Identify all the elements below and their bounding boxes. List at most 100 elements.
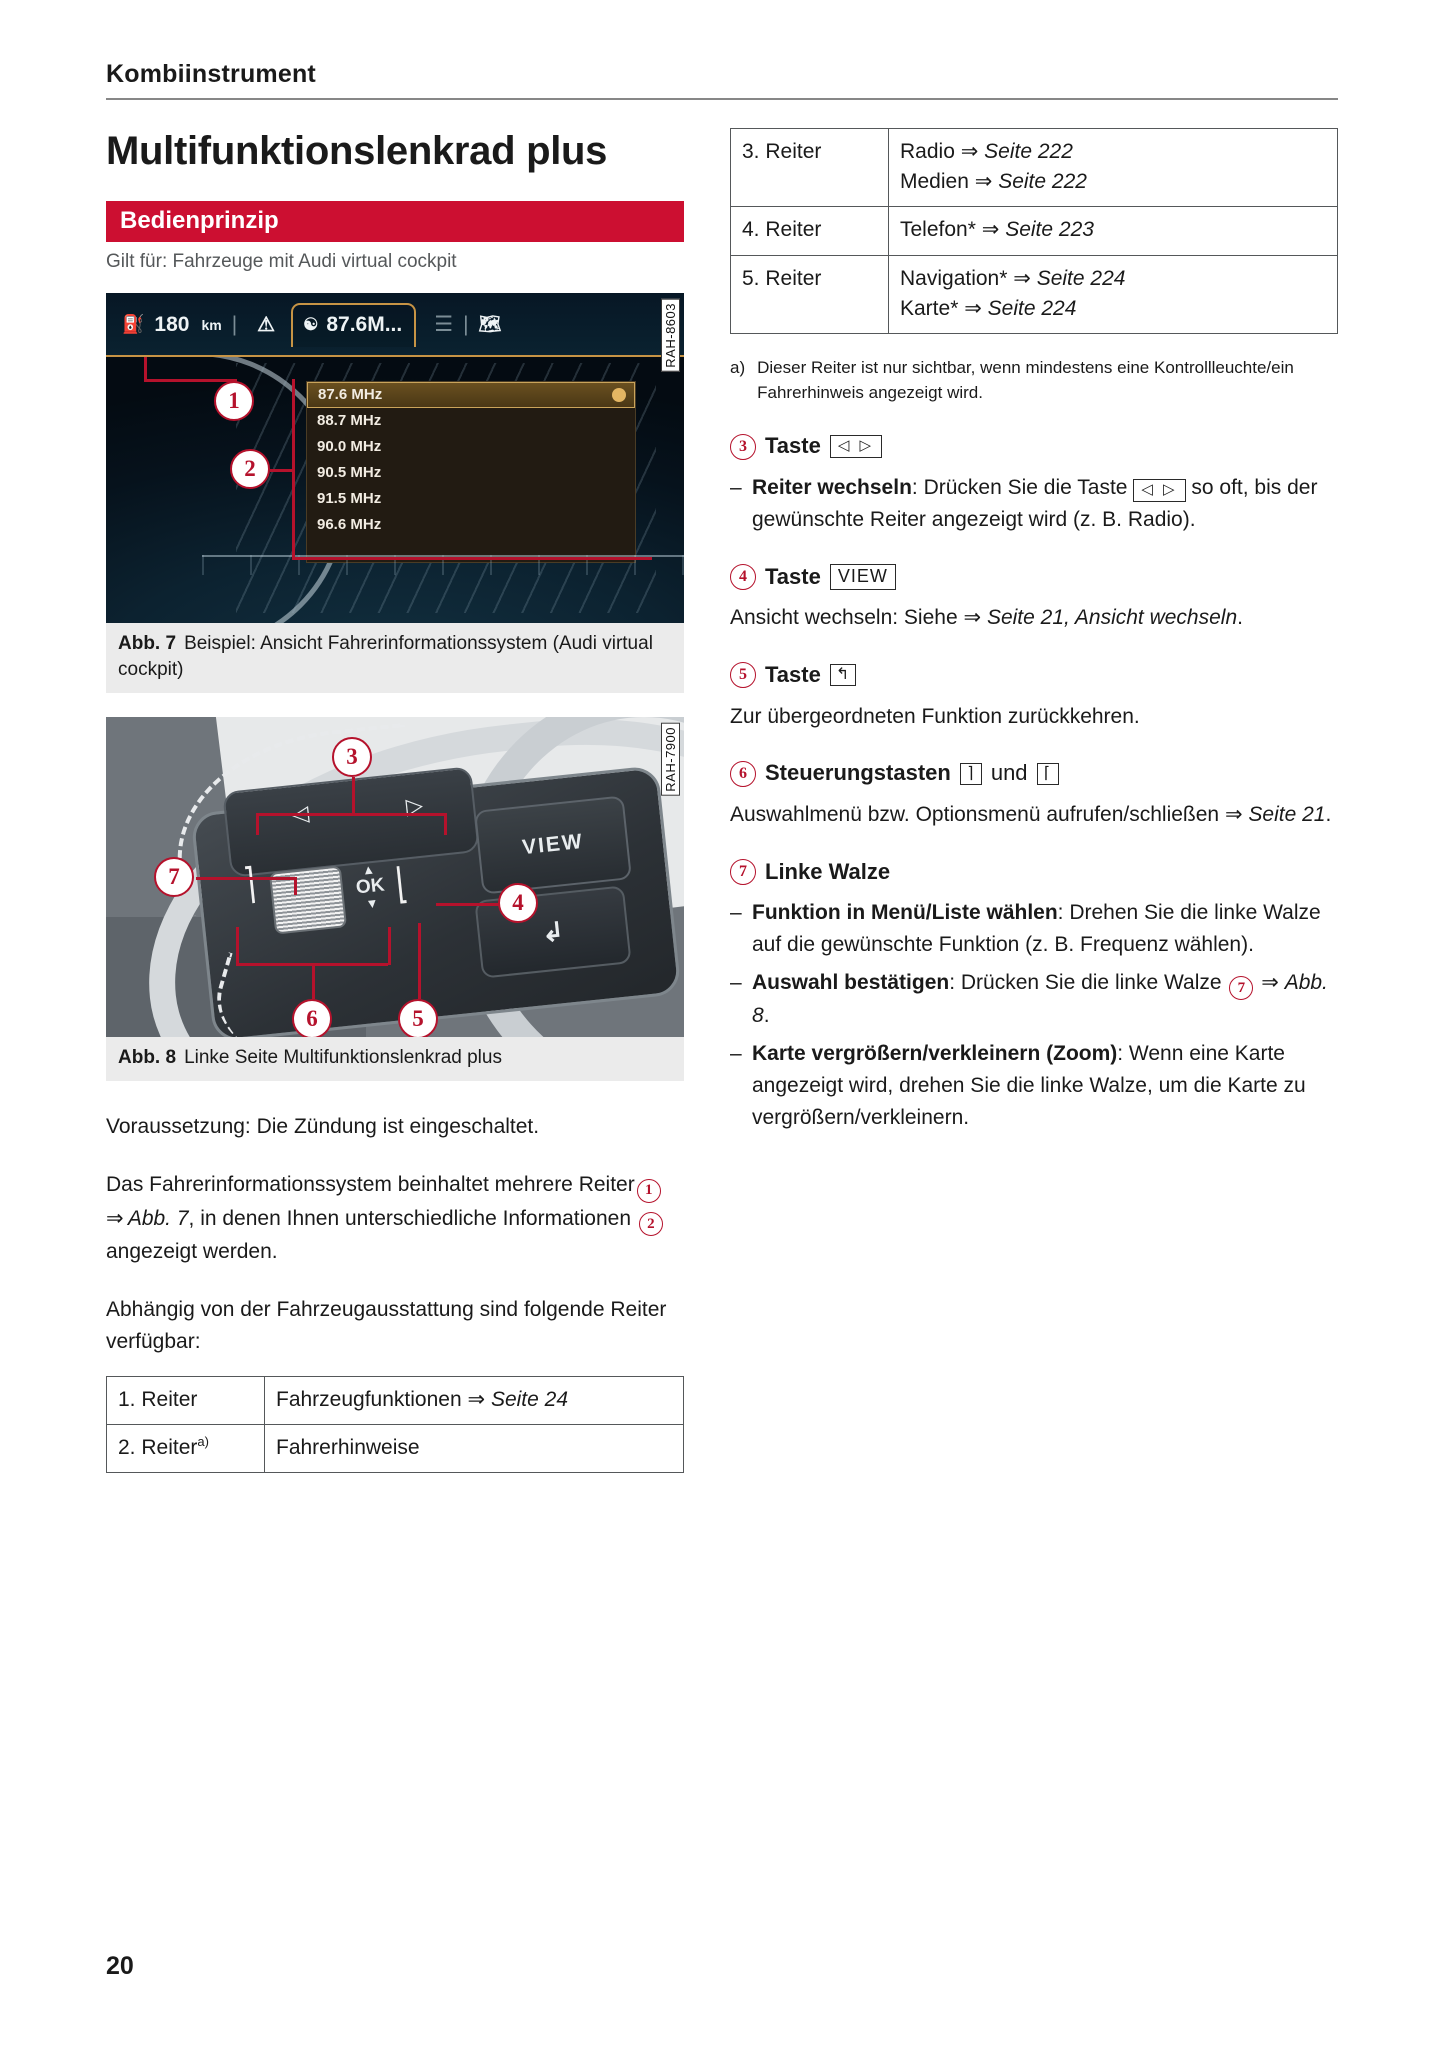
tabs-desc-part3: angezeigt werden. [106, 1240, 278, 1264]
ref-arrow-icon: ⇒ [1013, 266, 1031, 290]
status-separator-3: | [463, 312, 469, 336]
item-5-heading: 5 Taste ↰ [730, 662, 1338, 689]
tabs-table-right: 3. Reiter Radio ⇒ Seite 222 Medien ⇒ Sei… [730, 127, 1338, 335]
item-5-body: Zur übergeordneten Funktion zurückkehren… [730, 704, 1140, 728]
bullet-text: : Drücken Sie die Taste [911, 475, 1128, 499]
item-5: 5 Taste ↰ Zur übergeordneten Funktion zu… [730, 662, 1338, 732]
control-key-right-icon: ⌉ [959, 762, 982, 785]
figure-8-label: Abb. 8 [118, 1047, 177, 1069]
antenna-icon: ☯ [303, 315, 319, 335]
item-6-body-tail: . [1325, 802, 1332, 826]
frequency-item[interactable]: 96.6 MHz [307, 512, 635, 538]
line-ref: Seite 223 [1005, 218, 1094, 242]
page-title: Multifunktionslenkrad plus [106, 129, 608, 173]
fuel-pump-icon: ⛽ [122, 314, 145, 335]
item-4: 4 Taste VIEW Ansicht wechseln: Siehe ⇒ S… [730, 563, 1338, 635]
line-ref: Seite 224 [1036, 266, 1126, 290]
cockpit-status-bar: ⛽ 180 km | ⚠ ☯ 87.6M... ☰ | 🗺 [106, 292, 684, 357]
callout-2: 2 [230, 448, 270, 489]
callout-6: 6 [292, 999, 332, 1038]
active-tab-radio[interactable]: ☯ 87.6M... [291, 302, 417, 347]
figure-8-caption-text: Linke Seite Multifunktionslenkrad plus [184, 1047, 502, 1069]
frequency-item[interactable]: 91.5 MHz [307, 486, 635, 512]
ref-arrow-icon: ⇒ [960, 140, 979, 163]
tabs-desc-part2: , in denen Ihnen unterschiedliche Inform… [188, 1206, 631, 1230]
frequency-label: 87.6 MHz [318, 386, 383, 404]
range-unit: km [201, 316, 222, 333]
line-ref: Seite 222 [998, 170, 1087, 194]
line-text: Karte* [900, 296, 959, 320]
footnote: a) Dieser Reiter ist nur sichtbar, wenn … [730, 356, 1338, 405]
callout-number-3: 3 [730, 433, 756, 460]
table-cell-content: Radio ⇒ Seite 222 Medien ⇒ Seite 222 [888, 127, 1338, 208]
running-head: Kombiinstrument [106, 60, 1338, 100]
frequency-item[interactable]: 90.5 MHz [307, 460, 635, 486]
frequency-label: 90.5 MHz [317, 464, 382, 482]
footnote-marker: a) [197, 1434, 209, 1450]
station-dot-icon [612, 387, 626, 402]
bullet-bold: Funktion in Menü/Liste wählen [752, 901, 1058, 925]
inline-callout-1: 1 [636, 1178, 661, 1203]
ref-arrow-icon: ⇒ [1261, 970, 1279, 994]
line-text: Radio [900, 140, 955, 163]
item-4-ref: Seite 21, Ansicht wechseln [986, 606, 1238, 630]
line-ref: Seite 224 [987, 296, 1077, 320]
figure-7-leaders [106, 293, 684, 623]
bullet-ref: Abb. 8 [752, 970, 1328, 1028]
bullet-bold: Reiter wechseln [752, 475, 912, 499]
frequency-item-selected[interactable]: 87.6 MHz [307, 381, 635, 408]
inline-callout-7: 7 [1229, 976, 1254, 1001]
ref-arrow-icon: ⇒ [963, 606, 982, 630]
figure-7-image: ⛽ 180 km | ⚠ ☯ 87.6M... ☰ | 🗺 [106, 292, 684, 623]
ref-arrow-icon: ⇒ [964, 296, 982, 320]
item-7-heading: 7 Linke Walze [730, 859, 1338, 885]
line-text: Telefon* [900, 218, 976, 242]
callout-4: 4 [498, 883, 538, 924]
back-key-icon: ↰ [829, 664, 857, 687]
item-3: 3 Taste ◁ ▷ Reiter wechseln: Drücken Sie… [730, 433, 1338, 535]
frequency-item[interactable]: 88.7 MHz [307, 408, 635, 434]
table-line: Radio ⇒ Seite 222 [900, 137, 1326, 167]
table-row: 4. Reiter Telefon* ⇒ Seite 223 [730, 206, 1338, 256]
frequency-label: 90.0 MHz [317, 438, 382, 456]
line-text: Medien [900, 170, 969, 194]
callout-5: 5 [398, 999, 438, 1038]
bullet-text: : Wenn eine Karte angezeigt wird, drehen… [752, 1042, 1306, 1130]
precondition-paragraph: Voraussetzung: Die Zündung ist eingescha… [106, 1115, 540, 1139]
bullet-text: : Drücken Sie die linke Walze [949, 970, 1222, 994]
header-rule [106, 98, 1338, 100]
ref-arrow-icon: ⇒ [106, 1206, 128, 1230]
control-key-left-icon: ⌈ [1036, 762, 1059, 785]
figure-7-caption-text: Beispiel: Ansicht Fahrerinformationssyst… [118, 632, 653, 680]
table-row: 5. Reiter Navigation* ⇒ Seite 224 Karte*… [730, 254, 1338, 335]
table-cell-content: Fahrerhinweise [264, 1424, 684, 1474]
map-icon: 🗺 [478, 314, 502, 335]
view-key-icon: VIEW [829, 563, 896, 591]
tab-label: 2. Reiter [118, 1436, 198, 1460]
table-row: 2. Reitera) Fahrerhinweise [106, 1424, 684, 1474]
tabs-description-paragraph: Das Fahrerinformationssystem beinhaltet … [106, 1169, 684, 1268]
table-cell-tab: 4. Reiter [730, 206, 889, 256]
callout-1: 1 [214, 380, 254, 421]
item-3-label: Taste [765, 433, 821, 459]
ref-arrow-icon: ⇒ [981, 218, 1000, 242]
line-text: Navigation* [900, 266, 1008, 290]
table-cell-tab: 2. Reitera) [106, 1424, 265, 1474]
table-line: Telefon* ⇒ Seite 223 [900, 215, 1326, 245]
figure-8: ◁ ▷ VIEW ↲ ⌉ ⌊ ▲ OK ▼ [106, 717, 684, 1082]
item-6-ref: Seite 21 [1248, 802, 1326, 826]
frequency-list[interactable]: 87.6 MHz 88.7 MHz 90.0 MHz 90.5 MHz 91.5… [306, 380, 636, 563]
available-tabs-paragraph: Abhängig von der Fahrzeugausstattung sin… [106, 1298, 667, 1354]
item-4-body-tail: . [1237, 606, 1243, 630]
status-separator: | [231, 312, 238, 336]
bottom-scale [202, 554, 684, 575]
tab-underline [106, 354, 684, 357]
table-cell-tab: 1. Reiter [106, 1375, 265, 1426]
callout-number-6: 6 [730, 760, 756, 787]
frequency-item[interactable]: 90.0 MHz [307, 434, 635, 460]
list-item: Auswahl bestätigen: Drücken Sie die link… [730, 967, 1338, 1032]
page-number: 20 [106, 1952, 134, 1980]
tab-content-text: Fahrzeugfunktionen [276, 1387, 462, 1411]
